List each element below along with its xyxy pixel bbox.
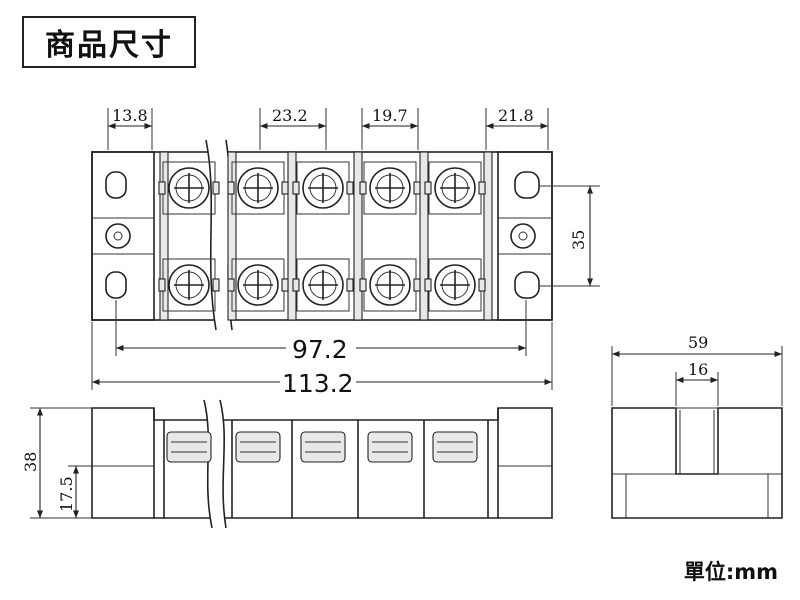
mount-slot-bottom-left [105, 271, 127, 299]
right-end-block [497, 151, 553, 321]
front-terminal-icon [367, 431, 413, 463]
terminal-screw-icon [227, 258, 289, 312]
cell-divider [483, 151, 493, 321]
front-terminal-icon [166, 431, 212, 463]
terminal-screw-icon [424, 258, 486, 312]
terminal-screw-icon [359, 258, 421, 312]
top-view-body [91, 151, 553, 321]
mount-slot-bottom-right [514, 271, 540, 299]
dim-slot-width: 16 [688, 360, 708, 379]
cell-divider [287, 151, 297, 321]
terminal-screw-icon [292, 161, 354, 215]
front-terminal-icon [300, 431, 346, 463]
terminal-screw-icon [227, 161, 289, 215]
mount-slot-top-left [105, 171, 127, 199]
dim-row-spacing: 35 [569, 230, 588, 250]
unit-label: 單位:mm [683, 560, 778, 584]
dim-end-pitch-right: 21.8 [498, 106, 534, 125]
top-dimensions: 13.8 23.2 19.7 21.8 35 97.2 113.2 [91, 106, 600, 398]
mount-slot-top-right [514, 171, 540, 199]
side-view-body [611, 407, 783, 519]
front-terminal-icon [432, 431, 478, 463]
front-dimensions: 38 17.5 [21, 407, 92, 519]
cell-divider [227, 151, 237, 321]
dim-height-total: 38 [21, 452, 40, 472]
side-dimensions: 59 16 [611, 333, 783, 406]
dim-pitch-b: 19.7 [372, 106, 408, 125]
terminal-screw-icon [158, 258, 220, 312]
terminal-screw-icon [359, 161, 421, 215]
cell-divider [419, 151, 429, 321]
terminal-screw-icon [424, 161, 486, 215]
dim-pitch-a: 23.2 [272, 106, 308, 125]
title-box: 商品尺寸 [22, 16, 196, 68]
front-terminal-icon [235, 431, 281, 463]
front-terminal-cells [163, 420, 489, 518]
dim-overall-length: 113.2 [282, 369, 354, 398]
dim-width-total: 59 [688, 333, 708, 352]
front-view-body [91, 407, 553, 519]
center-hole-left [105, 223, 131, 249]
dim-hole-spacing: 97.2 [292, 335, 348, 364]
cell-divider [159, 151, 169, 321]
dim-height-base: 17.5 [57, 476, 76, 512]
left-end-block [91, 151, 155, 321]
terminal-screw-icon [158, 161, 220, 215]
top-view [91, 139, 553, 331]
terminal-cells [158, 151, 493, 321]
front-view [91, 399, 553, 529]
center-hole-right [510, 223, 536, 249]
terminal-screw-icon [292, 258, 354, 312]
cell-divider [353, 151, 363, 321]
side-view [611, 407, 783, 519]
dim-end-pitch-left: 13.8 [112, 106, 148, 125]
page-title: 商品尺寸 [45, 28, 173, 63]
